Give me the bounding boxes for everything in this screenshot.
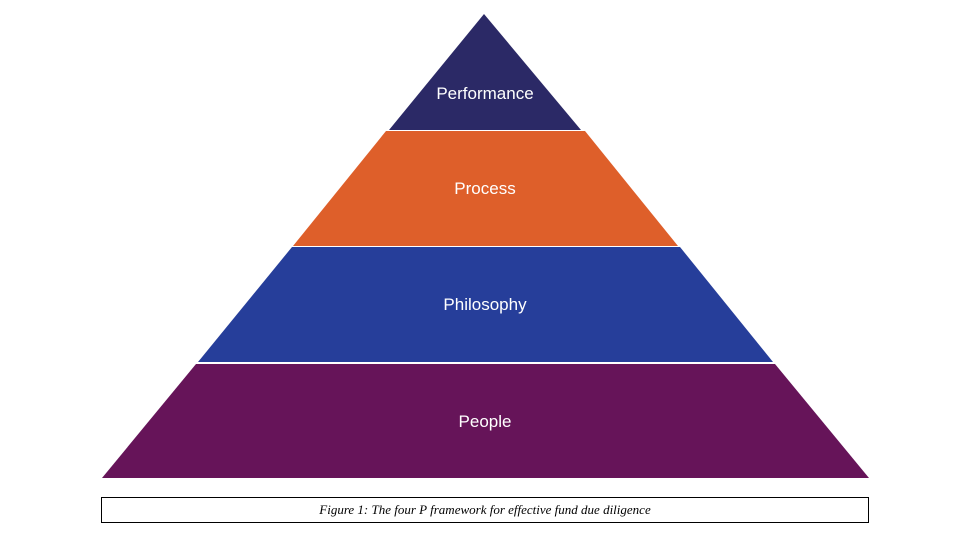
four-p-pyramid: Performance Process Philosophy People	[102, 14, 869, 478]
tier-label-performance: Performance	[436, 84, 533, 103]
pyramid-tier-performance	[389, 14, 581, 130]
figure-caption-box: Figure 1: The four P framework for effec…	[101, 497, 869, 523]
pyramid-tier-philosophy	[198, 247, 773, 362]
tier-label-process: Process	[454, 179, 515, 198]
tier-label-philosophy: Philosophy	[443, 295, 527, 314]
pyramid-tier-process	[293, 131, 678, 246]
figure-caption: Figure 1: The four P framework for effec…	[319, 502, 651, 517]
pyramid-tier-people	[102, 364, 869, 478]
tier-label-people: People	[459, 412, 512, 431]
